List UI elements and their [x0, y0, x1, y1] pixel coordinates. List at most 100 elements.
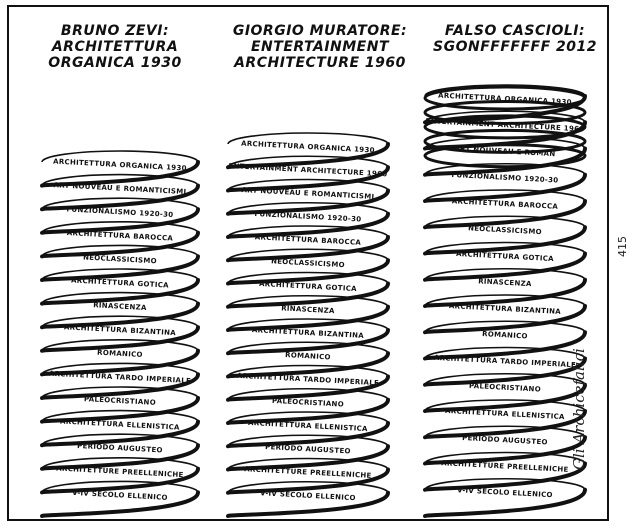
spring-coil-back	[424, 241, 586, 254]
spring-coil-front	[40, 278, 200, 306]
title-line: ORGANICA 1930	[48, 55, 182, 71]
spring-coil-back	[227, 411, 389, 424]
spring-coil-front	[423, 146, 587, 177]
spring-coil-front	[423, 487, 587, 518]
spring-label: PERIODO AUGUSTEO	[265, 443, 351, 455]
spring-coil-front	[40, 325, 200, 353]
spring-label: ROMANICO	[97, 349, 143, 359]
spring-label: ARCHITETTURA TARDO IMPERIALE	[237, 372, 380, 387]
spring-coil-front	[40, 490, 200, 518]
spring-coil-front	[226, 304, 390, 332]
column-1-title: BRUNO ZEVI: ARCHITETTURA ORGANICA 1930	[30, 23, 200, 71]
spring-label: V-IV SECOLO ELLENICO	[260, 489, 356, 502]
title-line: GIORGIO MURATORE:	[232, 23, 408, 39]
column-3-title: FALSO CASCIOLI: SGONFFFFFFF 2012	[430, 23, 600, 55]
spring-label: RINASCENZA	[281, 304, 335, 315]
spring-coil-back	[227, 341, 389, 354]
spring-coil-front	[226, 188, 390, 216]
spring-coil-front	[423, 461, 587, 492]
spring-label: ARCHITETTURA GOTICA	[259, 280, 358, 293]
spring-coil-back	[41, 173, 199, 186]
spring-coil-back	[424, 346, 586, 359]
title-line: BRUNO ZEVI:	[60, 23, 170, 39]
spring-label: ARCHITETTURA BIZANTINA	[64, 323, 177, 337]
spring-label: PALEOCRISTIANO	[272, 397, 344, 409]
spring-coil-front	[423, 225, 587, 256]
spring-coil-front	[226, 490, 390, 518]
spring-coil-back	[227, 248, 389, 261]
spring-coil-front	[40, 348, 200, 377]
spring-coil-front	[40, 160, 200, 188]
spring-label: FUNZIONALISMO 1920-30	[66, 205, 173, 219]
spring-label: ARCHITETTURA ELLENISTICA	[60, 417, 180, 431]
spring-coil-back	[424, 84, 586, 97]
spring-coil-front	[423, 304, 587, 335]
spring-label: ARCHITETTURA BAROCCA	[255, 233, 362, 247]
column-2-title: GIORGIO MURATORE: ENTERTAINMENT ARCHITEC…	[225, 23, 415, 71]
spring-coil-back	[41, 362, 199, 375]
spring-column-2: ARCHITETTURA ORGANICA 1930ENTERTAINMENT …	[226, 132, 390, 518]
spring-label: NEOCLASSICISMO	[271, 257, 345, 269]
spring-coil-front	[226, 374, 390, 402]
spring-label: NEOCLASSICISMO	[468, 224, 542, 236]
spring-coil-front	[423, 199, 587, 230]
spring-coil-back	[41, 268, 199, 281]
spring-coil-front	[226, 444, 390, 472]
spring-label: NEOCLASSICISMO	[83, 253, 157, 265]
spring-coil-back	[41, 291, 199, 304]
spring-column-3: ARCHITETTURA ORGANICA 1930ENTERTAINMENT …	[423, 84, 587, 518]
spring-coil-front	[423, 277, 587, 308]
spring-coil-front	[423, 356, 587, 387]
spring-coil-front	[226, 211, 390, 239]
spring-label: ROMANICO	[482, 330, 528, 340]
spring-coil-back	[41, 339, 199, 352]
spring-coil-front	[40, 466, 200, 495]
spring-label: ARCHITETTURA ORGANICA 1930	[241, 140, 375, 155]
title-line: ARCHITECTURE 1960	[234, 55, 406, 71]
spring-label: ROMANICO	[285, 351, 331, 361]
spring-coil-back	[227, 132, 389, 145]
spring-coil-front	[226, 328, 390, 356]
spring-label: ARCHITETTURE PREELLENICHE	[441, 459, 569, 474]
spring-coil-back	[41, 150, 199, 163]
spring-label: ARCHITETTURA TARDO IMPERIALE	[434, 354, 577, 369]
spring-extra-ring	[423, 128, 587, 154]
spring-coil-back	[227, 318, 389, 331]
spring-coil-back	[424, 425, 586, 438]
spring-label: PERIODO AUGUSTEO	[462, 434, 548, 446]
spring-coil-back	[424, 162, 586, 175]
spring-coil-back	[227, 271, 389, 284]
spring-coil-front	[226, 165, 390, 193]
spring-coil-back	[41, 244, 199, 257]
spring-coil-back	[41, 386, 199, 399]
spring-label: ART NOUVEAU E ROMANTICISMI	[241, 186, 374, 201]
spring-coil-front	[40, 301, 200, 330]
spring-coil-front	[40, 372, 200, 400]
spring-coil-front	[423, 330, 587, 361]
spring-coil-back	[227, 457, 389, 470]
spring-label: FUNZIONALISMO 1920-30	[254, 210, 361, 224]
spring-label: ARCHITETTURA BIZANTINA	[252, 326, 365, 340]
spring-coil-back	[227, 201, 389, 214]
title-line: SGONFFFFFFF 2012	[433, 39, 597, 55]
spring-label: PALEOCRISTIANO	[84, 395, 156, 407]
spring-coil-back	[41, 197, 199, 210]
spring-coil-back	[424, 451, 586, 464]
spring-label: ARCHITETTURA TARDO IMPERIALE	[49, 370, 192, 385]
spring-coil-back	[424, 372, 586, 385]
spring-label: ARCHITETTURA BIZANTINA	[449, 302, 562, 316]
spring-coil-front	[423, 120, 587, 151]
spring-extra-ring	[423, 99, 587, 125]
spring-label: PALEOCRISTIANO	[469, 382, 541, 394]
spring-coil-back	[41, 457, 199, 470]
spring-coil-back	[227, 294, 389, 307]
spring-coil-front	[423, 251, 587, 282]
spring-coil-front	[226, 467, 390, 495]
spring-coil-back	[424, 110, 586, 123]
spring-label: ARCHITETTURA ORGANICA 1930	[53, 158, 187, 173]
spring-coil-front	[423, 172, 587, 203]
spring-coil-back	[424, 189, 586, 202]
spring-label: ARCHITETTURA BAROCCA	[452, 197, 559, 211]
spring-label: ARCHITETTURA ELLENISTICA	[445, 407, 565, 421]
